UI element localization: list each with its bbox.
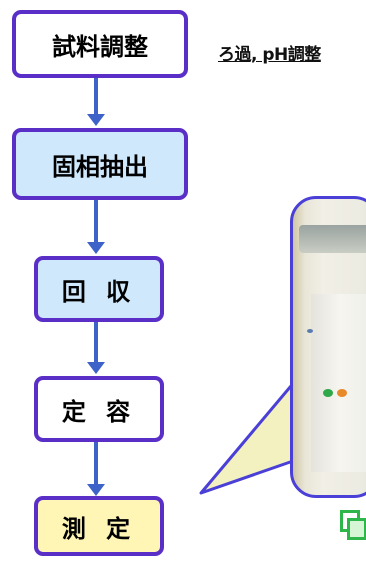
arrow-4 [87, 442, 105, 496]
sample-prep-note: ろ過, pH調整 [218, 45, 321, 65]
arrow-2 [87, 200, 105, 254]
step-recovery: 回 収 [34, 256, 164, 322]
step-make-up-volume: 定 容 [34, 376, 164, 442]
arrow-1 [87, 78, 105, 126]
step-solid-phase-extraction-label: 固相抽出 [52, 152, 148, 181]
step-make-up-volume-label: 定 容 [61, 397, 137, 426]
instrument-photo [290, 196, 366, 498]
step-recovery-label: 回 収 [61, 277, 137, 306]
step-measurement-label: 測 定 [61, 514, 137, 543]
step-sample-prep-label: 試料調整 [52, 32, 148, 61]
step-sample-prep: 試料調整 [12, 10, 188, 78]
arrow-3 [87, 322, 105, 374]
copy-icon[interactable] [340, 510, 366, 540]
step-solid-phase-extraction: 固相抽出 [12, 128, 188, 200]
step-measurement: 測 定 [34, 496, 164, 556]
